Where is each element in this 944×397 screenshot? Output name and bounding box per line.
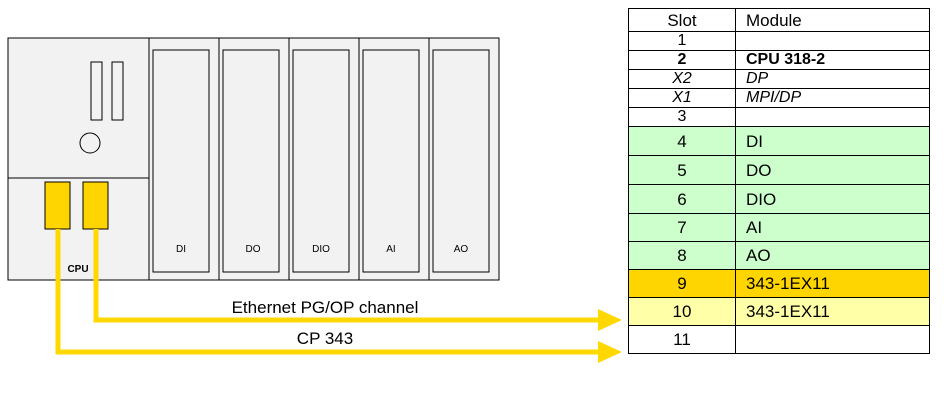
table-row: 10 343-1EX11 [628,297,930,326]
connection-ethernet-pg-op: Ethernet PG/OP channel [93,229,622,331]
table-row: 5 DO [628,155,930,185]
connection-cp343: CP 343 [55,229,622,363]
connection-label-cp343: CP 343 [297,329,353,348]
module-column-header: Module [735,8,930,32]
slot-cell: 10 [628,297,736,326]
connection-label-pg-op: Ethernet PG/OP channel [232,298,419,317]
arrow-right-icon [598,309,622,331]
slot-cell: 11 [628,325,736,354]
module-cell [735,31,930,51]
module-cell: DI [735,126,930,156]
module-label-di: DI [176,244,186,255]
status-led-icon [79,132,101,154]
cpu-label: CPU [67,264,88,275]
module-cell [735,325,930,354]
module-cell: 343-1EX11 [735,297,930,326]
table-header-row: Slot Module [628,8,930,32]
slot-cell: 1 [628,31,736,51]
io-module: DI [148,37,220,281]
module-label-ao: AO [454,244,469,255]
module-label-dio: DIO [312,244,330,255]
slot-module-table: Slot Module 1 2 CPU 318-2 X2 DP X1 MPI/D… [628,8,930,354]
module-cell: CPU 318-2 [735,50,930,70]
module-label-ai: AI [386,244,395,255]
table-row: 11 [628,325,930,354]
table-row: 2 CPU 318-2 [628,50,930,70]
table-row: X2 DP [628,69,930,89]
module-cell: AI [735,213,930,242]
slot-cell: 2 [628,50,736,70]
io-module: AO [428,37,500,281]
cpu-module: CPU [7,37,150,281]
module-cell: 343-1EX11 [735,269,930,298]
slot-cell: 5 [628,155,736,185]
table-row: 6 DIO [628,184,930,214]
table-row: 4 DI [628,126,930,156]
table-row: 3 [628,107,930,127]
card-slot-icon [90,61,103,121]
module-cell: DP [735,69,930,89]
io-module: AI [358,37,430,281]
ethernet-port-x2 [82,181,109,230]
table-row: 9 343-1EX11 [628,269,930,298]
table-row: 8 AO [628,241,930,270]
slot-cell: 7 [628,213,736,242]
table-row: X1 MPI/DP [628,88,930,108]
module-cell: MPI/DP [735,88,930,108]
slot-cell: 3 [628,107,736,127]
card-slot-icon [111,61,124,121]
slot-column-header: Slot [628,8,736,32]
module-cell: DIO [735,184,930,214]
slot-cell: 6 [628,184,736,214]
module-label-do: DO [246,244,261,255]
module-cell [735,107,930,127]
slot-cell: 9 [628,269,736,298]
module-cell: AO [735,241,930,270]
module-cell: DO [735,155,930,185]
io-module: DO [218,37,290,281]
io-module: DIO [288,37,360,281]
slot-cell: X2 [628,69,736,89]
ethernet-port-x1 [44,181,71,230]
slot-cell: 8 [628,241,736,270]
slot-cell: X1 [628,88,736,108]
arrow-right-icon [598,341,622,363]
table-row: 1 [628,31,930,51]
slot-cell: 4 [628,126,736,156]
table-row: 7 AI [628,213,930,242]
